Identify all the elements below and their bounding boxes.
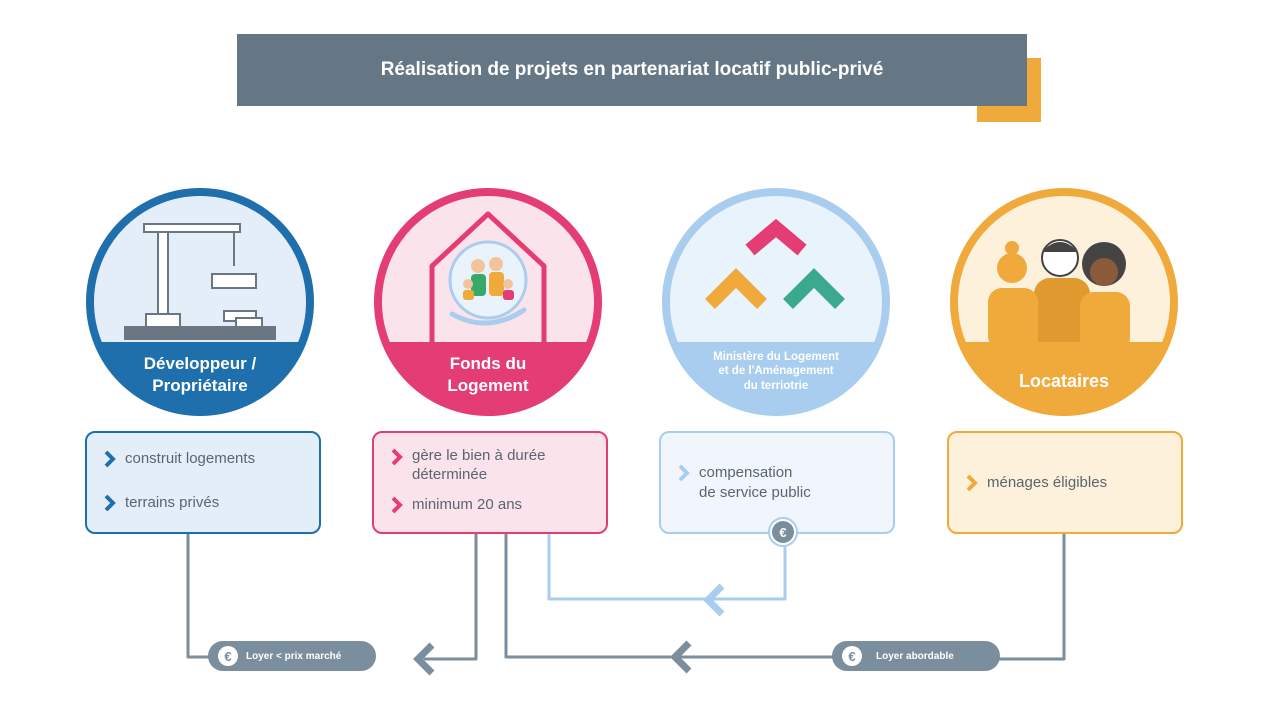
hand-icon bbox=[449, 307, 527, 326]
locataires-circle: Locataires bbox=[948, 186, 1180, 418]
affordable-rent-label: Loyer abordable bbox=[876, 650, 954, 662]
bullet-item: terrains privés bbox=[103, 493, 319, 513]
chevron-right-icon bbox=[104, 494, 116, 511]
fonds-box: gère le bien à durée déterminée minimum … bbox=[372, 431, 608, 534]
ministry-bullet-1: compensation de service public bbox=[699, 464, 811, 501]
house-icon bbox=[429, 211, 547, 356]
bullet-item: minimum 20 ans bbox=[390, 495, 606, 515]
chevron-right-icon bbox=[678, 464, 690, 482]
euro-icon: € bbox=[772, 521, 794, 543]
rent-below-market-label: Loyer < prix marché bbox=[246, 650, 342, 662]
fonds-circle: Fonds du Logement bbox=[372, 186, 604, 418]
locataires-bullet-1: ménages éligibles bbox=[987, 474, 1108, 491]
fonds-bullet-2: minimum 20 ans bbox=[412, 495, 523, 513]
arrow-left-3 bbox=[703, 583, 725, 617]
developer-label-line2: Propriétaire bbox=[152, 376, 248, 396]
ministry-label-line1: Ministère du Logement bbox=[713, 351, 839, 363]
developer-label-line1: Développeur / bbox=[143, 354, 257, 373]
tenants-icon bbox=[954, 239, 1174, 412]
arrow-left-2 bbox=[670, 640, 692, 674]
rent-below-market-pill: € Loyer < prix marché bbox=[208, 641, 376, 671]
bullet-item: ménages éligibles bbox=[965, 473, 1181, 493]
bullet-item: gère le bien à durée déterminée bbox=[390, 447, 606, 485]
ministry-euro-badge: € bbox=[768, 517, 798, 547]
family-icon bbox=[463, 257, 514, 300]
ministry-label-line2: et de l'Aménagement bbox=[718, 365, 834, 378]
euro-icon: € bbox=[842, 646, 862, 666]
ministry-logo-icon bbox=[705, 218, 845, 309]
connector-fonds-bottom bbox=[504, 531, 997, 659]
ministry-circle: Ministère du Logement et de l'Aménagemen… bbox=[660, 186, 892, 418]
fonds-label-line1: Fonds du bbox=[449, 354, 527, 373]
title-banner bbox=[237, 34, 1027, 106]
connector-developer bbox=[186, 531, 212, 659]
fonds-bullet-1: gère le bien à durée déterminée bbox=[412, 447, 546, 483]
chevron-right-icon bbox=[391, 496, 403, 513]
connector-ministry bbox=[547, 531, 787, 601]
chevron-right-icon bbox=[104, 450, 116, 468]
euro-icon: € bbox=[218, 646, 238, 666]
locataires-box: ménages éligibles bbox=[947, 431, 1183, 534]
ministry-box: compensation de service public bbox=[659, 431, 895, 534]
fonds-label-line2: Logement bbox=[447, 376, 529, 396]
ministry-label-line3: du terriotrie bbox=[743, 379, 809, 392]
chevron-right-icon bbox=[391, 448, 403, 466]
developer-bullet-1: construit logements bbox=[125, 450, 256, 467]
page-title: Réalisation de projets en partenariat lo… bbox=[380, 59, 884, 80]
bullet-item: construit logements bbox=[103, 449, 319, 469]
bullet-item: compensation de service public bbox=[677, 463, 893, 502]
developer-circle: Développeur / Propriétaire bbox=[84, 186, 316, 418]
affordable-rent-pill: € Loyer abordable bbox=[832, 641, 1000, 671]
developer-bullet-2: terrains privés bbox=[125, 493, 220, 511]
arrow-left-1 bbox=[413, 642, 435, 676]
developer-box: construit logements terrains privés bbox=[85, 431, 321, 534]
chevron-right-icon bbox=[966, 474, 978, 492]
connector-locataires bbox=[993, 531, 1066, 661]
locataires-label: Locataires bbox=[1018, 371, 1110, 391]
connector-fonds-left bbox=[423, 531, 478, 661]
